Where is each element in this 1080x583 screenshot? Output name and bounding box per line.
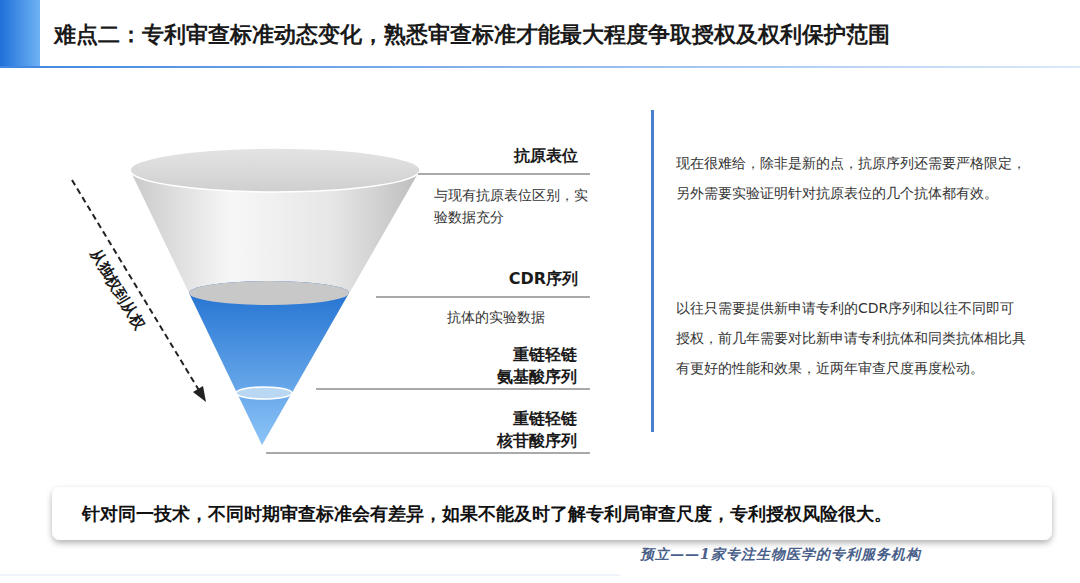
axis-label: 从独权到从权 <box>75 229 158 350</box>
leader-line <box>418 174 590 175</box>
note: 以往只需要提供新申请专利的CDR序列和以往不同即可授权，前几年需要对比新申请专利… <box>676 293 1026 383</box>
header-block <box>0 0 40 66</box>
funnel-top <box>130 148 420 192</box>
header-rule <box>0 66 1080 68</box>
callout-text: 针对同一技术，不同时期审查标准会有差异，如果不能及时了解专利局审查尺度，专利授权… <box>82 502 892 526</box>
leader-line <box>376 297 590 298</box>
part-name: 抗原表位 <box>470 146 578 167</box>
footer: 预立——1家专注生物医学的专利服务机构 <box>640 546 1070 564</box>
dashed-arrow <box>72 180 200 392</box>
part-name: CDR序列 <box>470 269 578 290</box>
footer-rule <box>0 575 620 576</box>
funnel-body <box>130 170 420 445</box>
note: 与现有抗原表位区别，实验数据充分 <box>434 184 599 228</box>
funnel-blue <box>189 281 349 445</box>
title: 难点二：专利审查标准动态变化，熟悉审查标准才能最大程度争取授权及权利保护范围 <box>54 20 1074 50</box>
funnel-ring <box>236 387 292 399</box>
part-name: 重链轻链 氨基酸序列 <box>495 344 577 388</box>
divider <box>651 110 654 432</box>
note: 抗体的实验数据 <box>447 309 587 327</box>
leader-line <box>266 453 590 454</box>
leader-line <box>316 389 590 390</box>
funnel-ring <box>189 281 349 305</box>
note: 现在很难给，除非是新的点，抗原序列还需要严格限定，另外需要实验证明针对抗原表位的… <box>676 148 1026 208</box>
part-name: 重链轻链 核苷酸序列 <box>495 408 577 452</box>
callout-box: 针对同一技术，不同时期审查标准会有差异，如果不能及时了解专利局审查尺度，专利授权… <box>52 487 1052 540</box>
arrow-head <box>193 386 206 402</box>
box-shadow <box>52 487 1052 540</box>
